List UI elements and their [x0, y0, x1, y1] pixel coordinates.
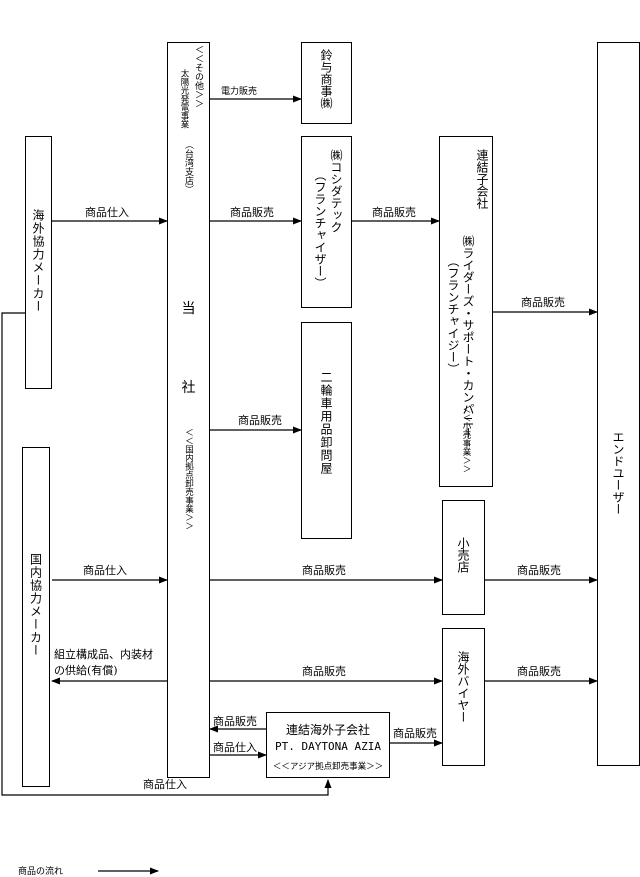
retail-box: 小売店: [442, 500, 485, 615]
label-sales-retail: 商品販売: [302, 564, 346, 577]
end-user-label: エンドユーザー: [611, 431, 625, 515]
label-sales-enduser-3: 商品販売: [517, 665, 561, 678]
domestic-maker-box: 国内協力メーカー: [22, 447, 50, 787]
suzuyo-box: 鈴与商事㈱: [301, 42, 352, 124]
company-name-bottom: 社: [181, 380, 196, 396]
rider-label-2: ㈱ライダーズ・サポート・カンパニー: [461, 235, 475, 439]
azia-segment: ＜＜アジア拠点卸売事業＞＞: [272, 762, 384, 772]
label-power-sales: 電力販売: [221, 87, 258, 97]
overseas-maker-box: 海外協力メーカー: [25, 136, 52, 389]
arrow-purchase-bottom: [1, 312, 332, 796]
suzuyo-label: 鈴与商事㈱: [319, 49, 333, 109]
azia-label-2: PT. DAYTONA AZIA: [275, 740, 381, 753]
label-sales-rider: 商品販売: [372, 206, 416, 219]
overseas-maker-label: 海外協力メーカー: [31, 209, 45, 313]
company-taiwan: （台湾支店）: [183, 140, 193, 194]
label-sales-buyer: 商品販売: [302, 665, 346, 678]
domestic-maker-label: 国内協力メーカー: [28, 553, 43, 657]
azia-label-1: 連結海外子会社: [285, 723, 371, 737]
label-purchase-bottom: 商品仕入: [143, 778, 187, 791]
label-sales-nirin: 商品販売: [238, 414, 282, 427]
koshida-label-1: ㈱コシダテック: [329, 149, 343, 233]
label-purchase-domestic: 商品仕入: [83, 564, 127, 577]
company-box: ＜＜その他＞＞ 太陽光発電事業 （台湾支店） 当 社 ＜＜国内拠点卸売事業＞＞: [167, 42, 210, 778]
nirin-label: 二輪車用品卸問屋: [319, 371, 333, 475]
label-purchase-overseas: 商品仕入: [85, 206, 129, 219]
label-supply-1: 組立構成品、内装材: [54, 648, 153, 661]
azia-box: 連結海外子会社 PT. DAYTONA AZIA ＜＜アジア拠点卸売事業＞＞: [266, 712, 390, 778]
label-sales-koshida: 商品販売: [230, 206, 274, 219]
label-supply-2: の供給(有償): [54, 664, 118, 677]
company-segment: ＜＜国内拠点卸売事業＞＞: [183, 428, 194, 530]
rider-segment: ＜＜小売事業＞＞: [461, 405, 471, 473]
end-user-box: エンドユーザー: [597, 42, 640, 766]
company-solar: 太陽光発電事業: [179, 69, 189, 129]
label-azia-purchase: 商品仕入: [213, 741, 257, 754]
buyer-box: 海外バイヤー: [442, 628, 485, 766]
label-azia-sales-buyer: 商品販売: [393, 727, 437, 740]
nirin-box: 二輪車用品卸問屋: [301, 322, 352, 539]
koshida-label-2: （フランチャイザー）: [313, 169, 327, 289]
company-other-segment: ＜＜その他＞＞: [193, 45, 203, 108]
rider-label-3: （フランチャイジー）: [446, 255, 460, 375]
koshida-box: ㈱コシダテック （フランチャイザー）: [301, 136, 352, 308]
company-name-top: 当: [181, 301, 196, 317]
rider-box: 連結子会社 ㈱ライダーズ・サポート・カンパニー （フランチャイジー） ＜＜小売事…: [439, 136, 493, 487]
label-sales-enduser-2: 商品販売: [517, 564, 561, 577]
legend-label: 商品の流れ: [18, 867, 64, 877]
retail-label: 小売店: [456, 537, 470, 573]
label-sales-enduser-1: 商品販売: [521, 296, 565, 309]
label-azia-sales-company: 商品販売: [213, 715, 257, 728]
buyer-label: 海外バイヤー: [456, 651, 470, 723]
rider-label-1: 連結子会社: [475, 149, 489, 209]
